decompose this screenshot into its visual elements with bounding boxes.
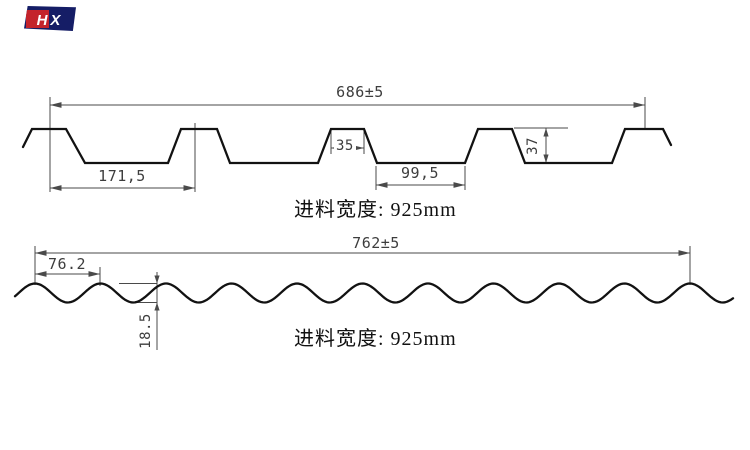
dim-label-overall-width-top: 686±5 <box>336 83 384 101</box>
arrow-down-icon <box>543 154 549 163</box>
logo-red-band <box>26 9 49 28</box>
trapezoidal-profile-outline <box>21 127 673 165</box>
dim-label-rib-top: 35 <box>334 138 356 154</box>
dim-label-valley: 99,5 <box>400 164 440 182</box>
corrugated-profile-outline <box>13 282 735 304</box>
dim-label-wave-height: 18.5 <box>138 311 154 351</box>
top-profile-dimension-lines <box>49 97 646 192</box>
arrow-down-icon <box>154 275 160 284</box>
dim-label-pitch-bottom: 76.2 <box>47 255 87 273</box>
feed-width-label-top: 进料宽度: 925mm <box>294 199 457 221</box>
hx-logo: HX <box>24 6 76 31</box>
arrow-up-icon <box>543 128 549 137</box>
bottom-profile-dimension-lines <box>34 246 691 350</box>
feed-width-label-bottom: 进料宽度: 925mm <box>294 328 457 350</box>
dim-label-pitch-top: 171,5 <box>98 167 146 185</box>
dim-label-rib-height: 37 <box>525 135 541 157</box>
logo-text: HX <box>36 12 64 29</box>
dim-label-overall-width-bottom: 762±5 <box>352 234 400 252</box>
arrow-up-icon <box>154 302 160 311</box>
